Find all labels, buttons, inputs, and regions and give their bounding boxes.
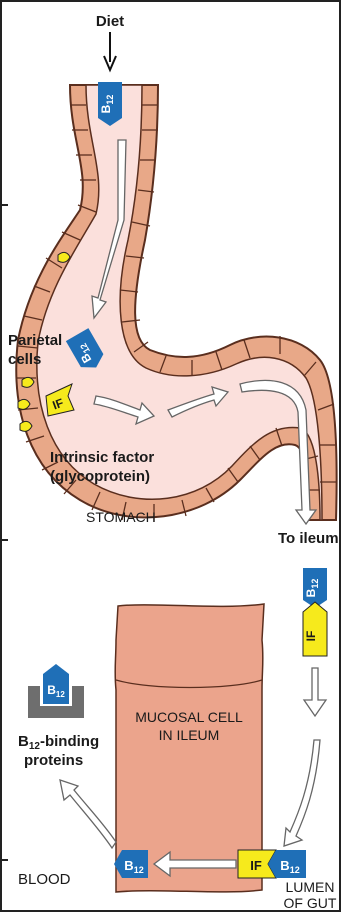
mucosal-label-1: MUCOSAL CELL [135,709,243,725]
if-b12-complex-lumen: IF B12 [238,850,306,878]
if-tag-ileum: IF [303,602,327,656]
binding-label-1: B12-binding [18,733,99,752]
b12-tag-diet: B12 [98,82,122,126]
flow-arrows-ileum [284,668,326,846]
lumen-label-1: LUMEN [285,879,334,895]
intrinsic-label-2: (glycoprotein) [50,468,150,485]
lumen-label-2: OF GUT [284,895,337,911]
blood-label: BLOOD [18,871,71,888]
intrinsic-label-1: Intrinsic factor [50,449,154,466]
parietal-label-1: Parietal [8,332,62,349]
mucosal-cell: MUCOSAL CELL IN ILEUM [115,604,264,892]
mucosal-label-2: IN ILEUM [159,727,220,743]
stomach-label: STOMACH [86,509,156,525]
b12-binding-protein-icon: B12 [28,664,84,718]
diet-label: Diet [96,13,124,30]
to-ileum-label: To ileum [278,530,339,547]
binding-label-2: proteins [24,752,83,769]
if-tag-lumen-text: IF [250,858,262,873]
flow-arrow-blood [60,780,116,848]
if-tag-ileum-text: IF [304,631,318,642]
parietal-label-2: cells [8,351,41,368]
